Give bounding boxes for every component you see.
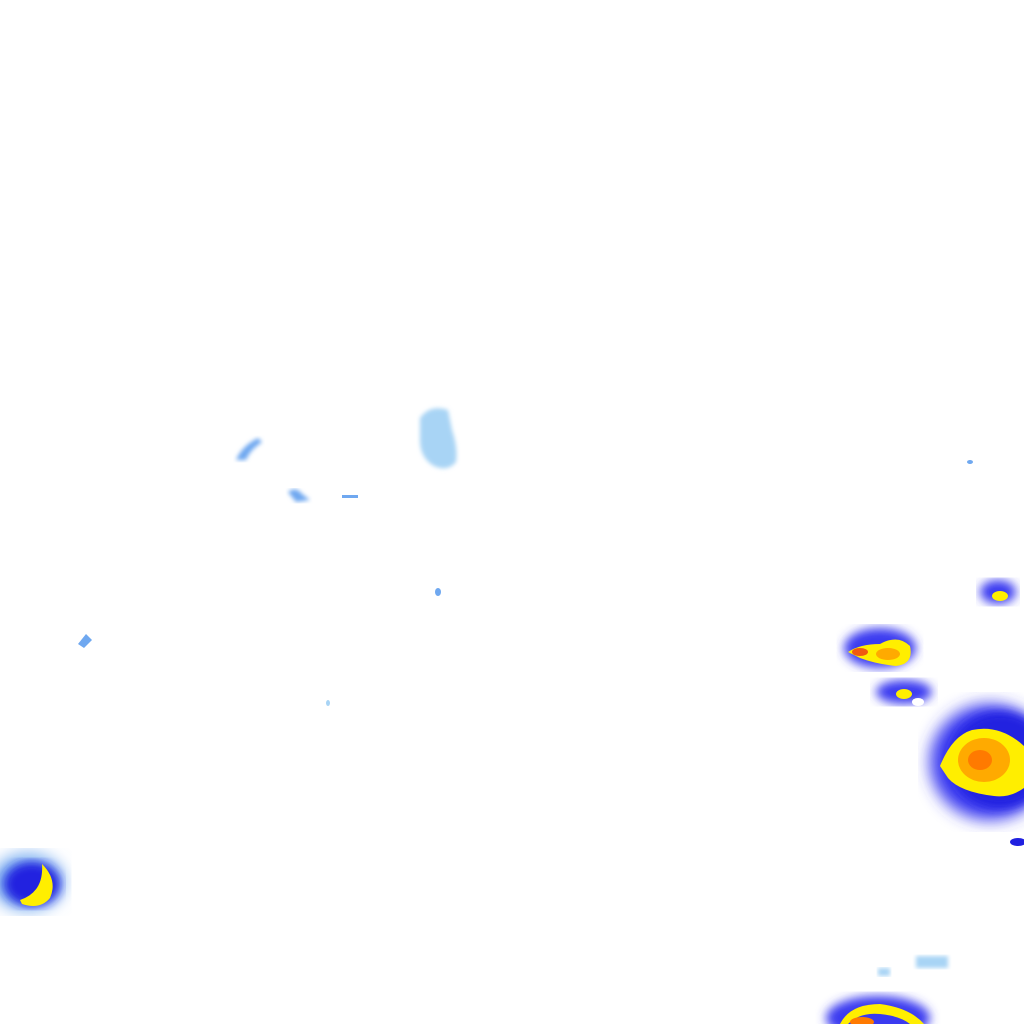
echo-small-6 [967,460,973,464]
storm-cell-main-right [930,704,1024,846]
storm-cell-bottom-right [826,996,930,1024]
echo-small-8 [878,968,890,976]
storm-cell-left [0,854,64,910]
echo-small-5 [326,700,330,706]
echo-small-4 [78,634,92,648]
echo-left-streak [236,438,262,460]
storm-cell-mid-right [844,628,916,668]
echo-central-light [420,408,457,469]
storm-cell-upper-right [980,580,1016,604]
echo-small-7 [916,956,948,968]
light-echoes [78,408,973,976]
storm-cell-small-right [876,680,932,706]
echo-small-3 [435,588,441,596]
echo-small-2 [342,495,358,498]
echo-small-1 [288,489,310,502]
